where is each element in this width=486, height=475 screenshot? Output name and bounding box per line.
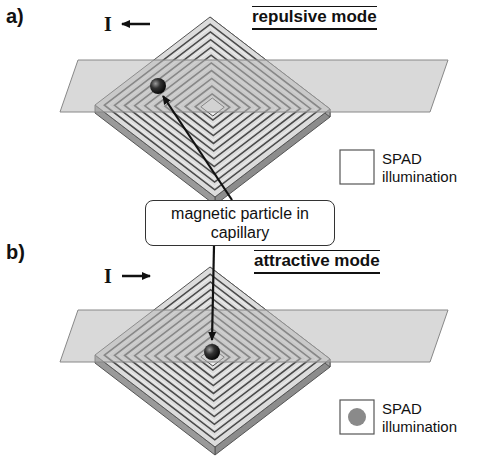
spad-label: SPAD illumination — [382, 400, 482, 436]
magnetic-particle — [204, 344, 220, 360]
spad-label: SPAD illumination — [382, 150, 482, 186]
capillary — [60, 60, 448, 112]
leader-arrow — [163, 96, 232, 200]
current-arrow — [122, 275, 150, 278]
leader-arrow — [212, 246, 214, 340]
capillary — [60, 310, 448, 362]
callout-box: magnetic particle in capillary — [145, 200, 335, 246]
spad-square — [340, 150, 374, 184]
callout-text: magnetic particle in capillary — [154, 204, 326, 242]
mode-title: attractive mode — [254, 250, 380, 274]
spad-square — [340, 400, 374, 434]
panel-letter: b) — [6, 240, 25, 264]
current-label: I — [104, 12, 112, 36]
current-arrow — [122, 23, 150, 26]
spad-dot — [348, 408, 366, 426]
current-label: I — [104, 264, 112, 288]
mode-title: repulsive mode — [252, 6, 377, 30]
magnetic-particle — [150, 78, 166, 94]
panel-letter: a) — [6, 4, 24, 28]
